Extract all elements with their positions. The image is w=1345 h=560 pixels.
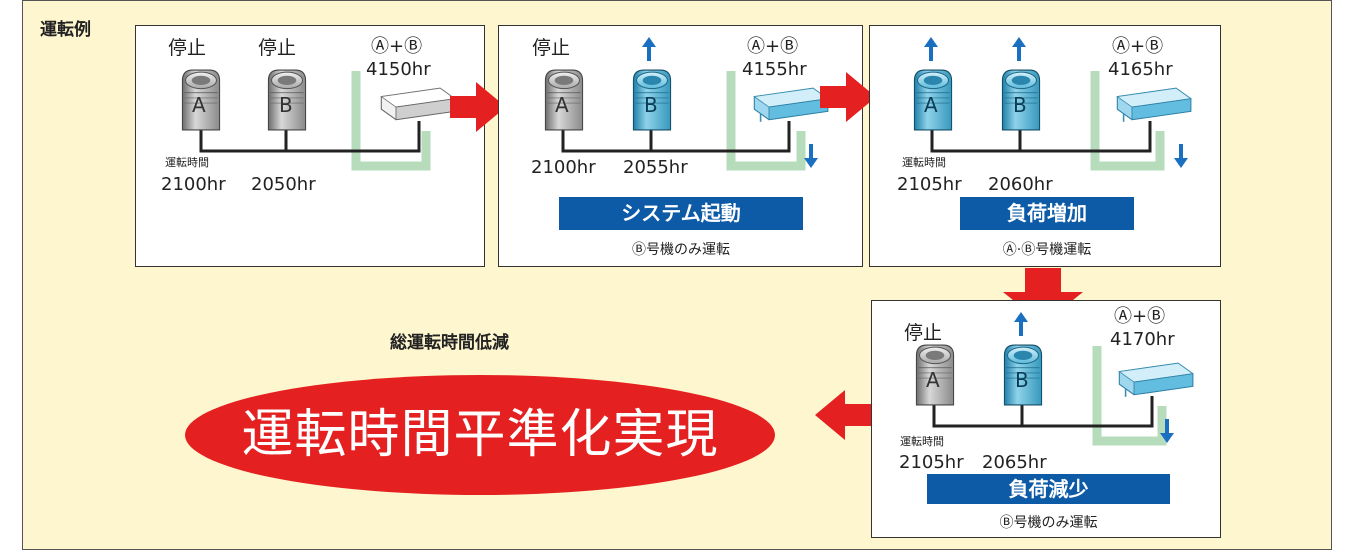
- unit-b-letter: B: [644, 93, 658, 117]
- panel-load-decrease: 停止 Ⓐ+Ⓑ 4170hr 運転時間 2105hr 2065hr A B 負荷減…: [871, 300, 1221, 538]
- airflow-up-arrow-icon: [1012, 37, 1026, 61]
- run-time-label: 運転時間: [165, 156, 209, 169]
- unit-a-hours: 2100hr: [531, 157, 596, 178]
- panel-system-start-graphic: [544, 37, 829, 171]
- unit-a-letter: A: [192, 93, 206, 117]
- indoor-unit-icon: [1116, 87, 1192, 123]
- caption: Ⓑ号機のみ運転: [632, 242, 730, 258]
- indoor-unit-icon: [380, 87, 456, 121]
- indoor-unit-icon: [753, 87, 829, 123]
- indoor-label: Ⓐ+Ⓑ: [1112, 36, 1164, 57]
- unit-b-status: 停止: [258, 37, 297, 59]
- unit-a-hours: 2105hr: [897, 174, 962, 195]
- indoor-label: Ⓐ+Ⓑ: [1114, 306, 1166, 327]
- indoor-hours: 4170hr: [1110, 329, 1175, 350]
- banner-load-decrease: 負荷減少: [927, 474, 1170, 504]
- unit-a-status: 停止: [904, 322, 943, 344]
- unit-a-letter: A: [926, 368, 940, 392]
- unit-a-hours: 2100hr: [161, 174, 226, 195]
- caption: Ⓑ号機のみ運転: [999, 515, 1098, 531]
- panel-load-increase: Ⓐ+Ⓑ 4165hr 運転時間 2105hr 2060hr A B 負荷増加 Ⓐ…: [869, 25, 1221, 267]
- duct-line: [351, 71, 431, 171]
- airflow-up-arrow-icon: [924, 37, 938, 61]
- panel-load-decrease-graphic: [915, 312, 1194, 446]
- banner-system-start: システム起動: [559, 197, 803, 230]
- airflow-up-arrow-icon: [642, 37, 656, 61]
- refrigerant-pipe: [199, 116, 421, 153]
- panel-load-increase-graphic: [913, 37, 1192, 171]
- panel-system-start: 停止 Ⓐ+Ⓑ 4155hr 2100hr 2055hr A B システム起動 Ⓑ…: [498, 25, 863, 267]
- panel-initial: 停止 停止 Ⓐ+Ⓑ 4150hr 運転時間 2100hr 2050hr A B: [135, 25, 485, 267]
- indoor-hours: 4165hr: [1108, 59, 1173, 80]
- unit-a-status: 停止: [168, 37, 207, 59]
- drain-down-arrow-icon: [804, 144, 818, 168]
- summary-label: 総運転時間低減: [390, 333, 509, 353]
- indoor-label: Ⓐ+Ⓑ: [747, 36, 799, 57]
- unit-b-hours: 2060hr: [988, 174, 1053, 195]
- unit-a-hours: 2105hr: [899, 452, 964, 473]
- indoor-label: Ⓐ+Ⓑ: [371, 36, 423, 57]
- unit-a-status: 停止: [532, 37, 571, 59]
- unit-b-letter: B: [279, 93, 293, 117]
- unit-b-hours: 2065hr: [982, 452, 1047, 473]
- unit-b-letter: B: [1015, 368, 1029, 392]
- unit-b-hours: 2055hr: [623, 157, 688, 178]
- airflow-up-arrow-icon: [1014, 312, 1028, 336]
- indoor-hours: 4150hr: [366, 59, 431, 80]
- caption: Ⓐ·Ⓑ号機運転: [1002, 242, 1092, 258]
- indoor-unit-icon: [1118, 362, 1194, 398]
- banner-load-increase: 負荷増加: [960, 197, 1134, 230]
- example-heading: 運転例: [40, 20, 91, 40]
- unit-a-letter: A: [924, 93, 938, 117]
- indoor-hours: 4155hr: [742, 59, 807, 80]
- panel-initial-graphic: [181, 69, 456, 171]
- unit-b-hours: 2050hr: [251, 174, 316, 195]
- flow-arrow-icon: [815, 390, 871, 440]
- result-oval: 運転時間平準化実現: [185, 375, 775, 495]
- run-time-label: 運転時間: [900, 435, 944, 448]
- run-time-label: 運転時間: [902, 156, 946, 169]
- drain-down-arrow-icon: [1174, 144, 1188, 168]
- unit-b-letter: B: [1013, 93, 1027, 117]
- unit-a-letter: A: [555, 93, 569, 117]
